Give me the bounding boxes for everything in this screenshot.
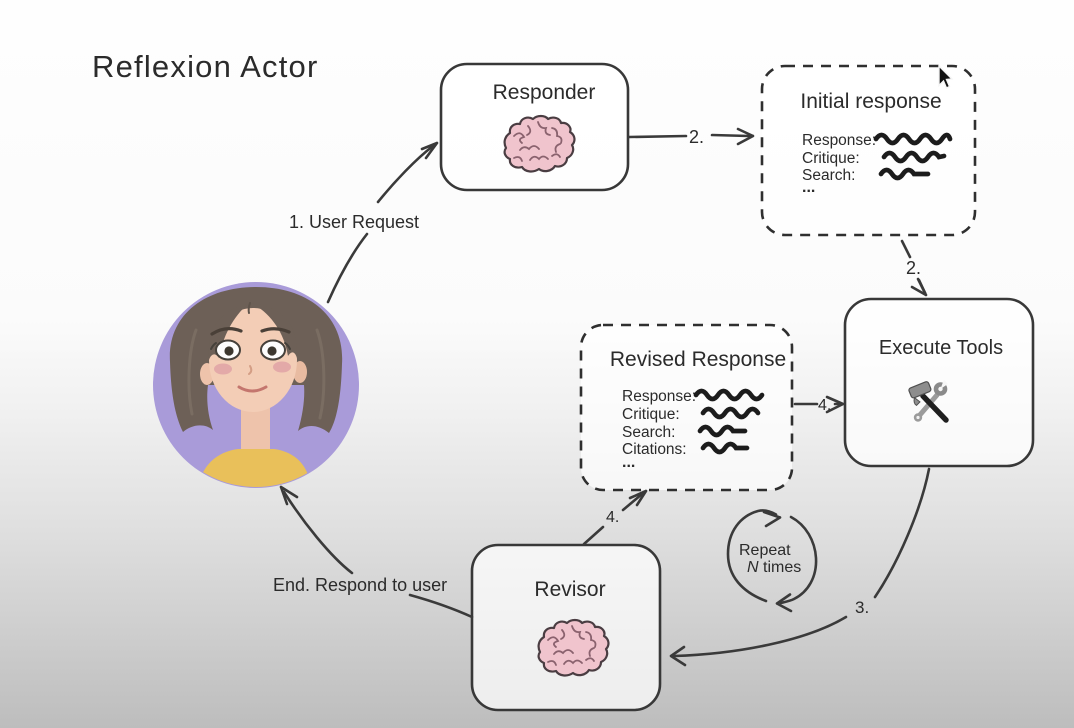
svg-text:3.: 3. <box>855 598 869 617</box>
svg-text:End. Respond to user: End. Respond to user <box>273 575 447 595</box>
svg-text:Responder: Responder <box>493 81 596 104</box>
svg-text:Initial response: Initial response <box>800 90 941 113</box>
svg-text:...: ... <box>802 179 815 196</box>
svg-text:Critique:: Critique: <box>802 150 860 167</box>
svg-text:...: ... <box>622 454 635 471</box>
svg-text:Response:: Response: <box>802 132 876 149</box>
svg-text:Citations:: Citations: <box>622 441 687 458</box>
svg-text:4.: 4. <box>818 397 831 414</box>
svg-text:Revisor: Revisor <box>534 578 605 601</box>
svg-text:Execute Tools: Execute Tools <box>879 337 1003 359</box>
svg-text:4.: 4. <box>606 509 619 526</box>
svg-text:2.: 2. <box>906 258 921 278</box>
svg-text:2.: 2. <box>689 127 704 147</box>
svg-text:Revised Response: Revised Response <box>610 348 786 371</box>
svg-text:Critique:: Critique: <box>622 406 680 423</box>
svg-text:N times: N times <box>747 559 801 576</box>
svg-text:Search:: Search: <box>622 424 675 441</box>
svg-text:1. User Request: 1. User Request <box>289 212 419 232</box>
svg-text:Reflexion Actor: Reflexion Actor <box>92 49 319 84</box>
svg-text:Search:: Search: <box>802 167 855 184</box>
svg-text:Repeat: Repeat <box>739 542 791 559</box>
svg-text:Response:: Response: <box>622 388 696 405</box>
